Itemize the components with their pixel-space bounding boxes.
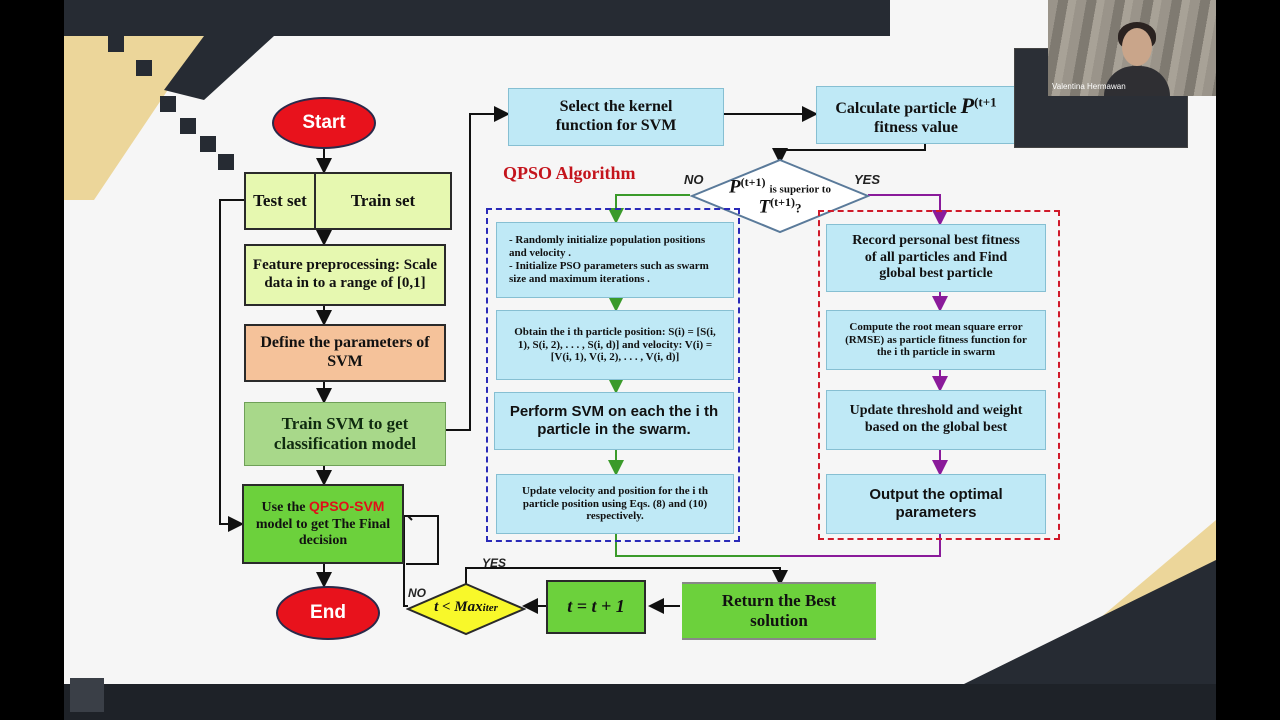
output-params-box: Output the optimal parameters [826, 474, 1046, 534]
decision-mid: is superior to [769, 183, 831, 195]
calculate-line-2: fitness value [874, 118, 958, 136]
loop-sub: iter [482, 601, 498, 614]
test-set-label: Test set [246, 174, 316, 228]
qpso-step-update: Update velocity and position for the i t… [496, 474, 734, 534]
participant-name: Valentina Hermawan [1052, 82, 1126, 91]
decision-no-label: NO [684, 172, 704, 187]
start-node: Start [272, 97, 376, 149]
calc-sup: (t+1 [974, 94, 997, 110]
qpso-step-perform-svm: Perform SVM on each the i th particle in… [494, 392, 734, 450]
select-kernel-box: Select the kernel function for SVM [508, 88, 724, 146]
init-params-text: - Initialize PSO parameters such as swar… [509, 260, 709, 285]
decision-p-sup: (t+1) [740, 174, 766, 189]
superior-decision-diamond [690, 158, 870, 234]
return-best-box: Return the Best solution [682, 582, 876, 640]
decision-p: P [729, 176, 741, 197]
use-suffix: model to get The Final decision [255, 516, 391, 549]
define-parameters-box: Define the parameters of SVM [244, 324, 446, 382]
right-frame [818, 210, 1060, 540]
qpso-step-position: Obtain the i th particle position: S(i) … [496, 310, 734, 380]
calc-symbol: P [960, 92, 975, 118]
increment-box: t = t + 1 [546, 580, 646, 634]
slide-top-bar [64, 0, 890, 36]
record-best-box: Record personal best fitness of all part… [826, 224, 1046, 292]
final-decision-text: Use the QPSO-SVM model to get The Final … [250, 498, 396, 550]
decision-t-sup: (t+1) [770, 195, 795, 209]
webcam-video[interactable]: Valentina Hermawan [1048, 0, 1216, 96]
qpso-frame [486, 208, 740, 542]
calc-prefix: Calculate particle [835, 99, 957, 117]
feature-preprocessing-box: Feature preprocessing: Scale data in to … [244, 244, 446, 306]
qpso-svm-label: QPSO-SVM [308, 498, 385, 515]
decor-shapes [64, 18, 1216, 712]
webcam-person-head [1122, 28, 1152, 66]
train-set-label: Train set [350, 190, 416, 210]
init-population-text: - Randomly initialize population positio… [509, 234, 706, 260]
use-prefix: Use the [261, 500, 309, 516]
decision-yes-label: YES [854, 172, 881, 187]
iteration-check-diamond [406, 582, 526, 636]
end-node: End [276, 586, 380, 640]
train-svm-box: Train SVM to get classification model [244, 402, 446, 466]
final-decision-box: Use the QPSO-SVM model to get The Final … [242, 484, 404, 564]
loop-yes-label: YES [482, 556, 507, 570]
decision-line-1: P(t+1) is superior to [729, 176, 831, 196]
slide-bottom-bar [64, 684, 1216, 720]
loop-no-label: NO [408, 586, 426, 600]
decision-line-2: T(t+1)? [759, 196, 802, 216]
update-threshold-box: Update threshold and weight based on the… [826, 390, 1046, 450]
dataset-box: Test set Train set [244, 172, 452, 230]
decision-text: P(t+1) is superior to T(t+1)? [706, 170, 854, 222]
calculate-line-1: Calculate particle P(t+1 [835, 93, 996, 119]
rmse-box: Compute the root mean square error (RMSE… [826, 310, 1046, 370]
calculate-fitness-box: Calculate particle P(t+1 fitness value [816, 86, 1016, 144]
qpso-step-init: - Randomly initialize population positio… [496, 222, 734, 298]
decision-t: T [758, 196, 771, 218]
decision-q: ? [794, 200, 802, 216]
qpso-title: QPSO Algorithm [503, 163, 636, 183]
loop-condition: t < Max [434, 599, 483, 616]
